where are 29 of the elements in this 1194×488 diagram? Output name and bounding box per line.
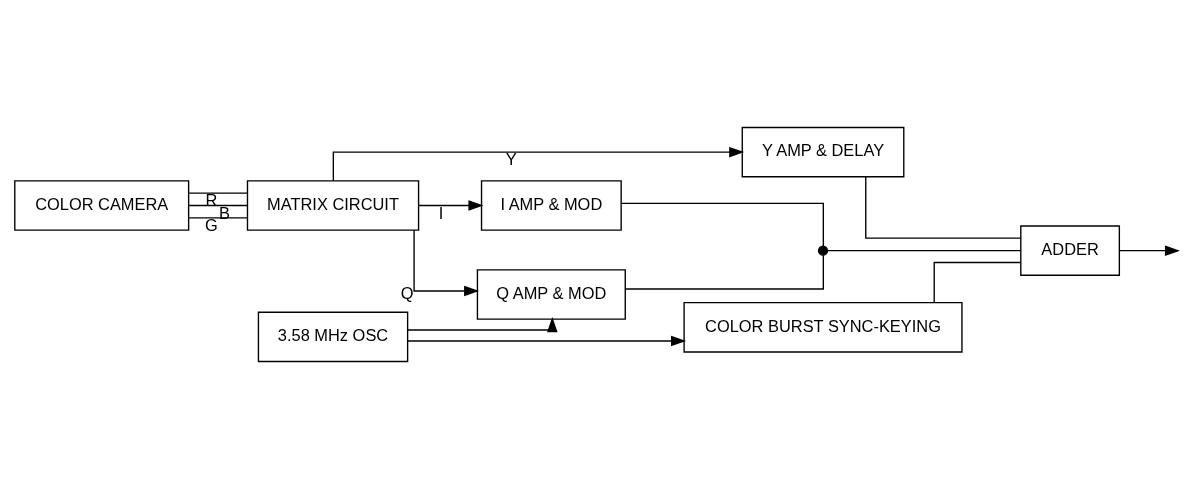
- edge-label: I: [438, 203, 444, 222]
- node-box: I AMP & MOD: [480, 179, 622, 231]
- arrow: [332, 146, 745, 181]
- node-box: Y AMP & DELAY: [741, 126, 905, 177]
- arrow: [407, 316, 558, 332]
- connector: [188, 192, 249, 194]
- connector: [620, 202, 824, 247]
- node-box: 3.58 MHz OSC: [257, 311, 409, 362]
- edge-label: B: [218, 203, 230, 222]
- connector: [624, 254, 824, 290]
- node-box: ADDER: [1020, 224, 1121, 276]
- connector: [933, 261, 1022, 303]
- connector: [188, 204, 249, 206]
- arrow: [413, 229, 480, 296]
- connector: [188, 216, 249, 218]
- edge-label: Q: [400, 283, 414, 302]
- node-circle: [817, 245, 829, 256]
- node-box: COLOR BURST SYNC-KEYING: [683, 301, 963, 353]
- connector: [827, 249, 1022, 251]
- edge-label: Y: [505, 149, 517, 168]
- node-box: COLOR CAMERA: [14, 179, 190, 231]
- node-box: Q AMP & MOD: [476, 268, 626, 320]
- connector: [865, 175, 1022, 239]
- edge-label: R: [205, 190, 218, 209]
- edge-label: G: [205, 215, 218, 234]
- node-box: MATRIX CIRCUIT: [246, 179, 420, 231]
- arrow: [407, 335, 687, 346]
- arrow: [1119, 244, 1180, 256]
- arrow: [418, 199, 484, 211]
